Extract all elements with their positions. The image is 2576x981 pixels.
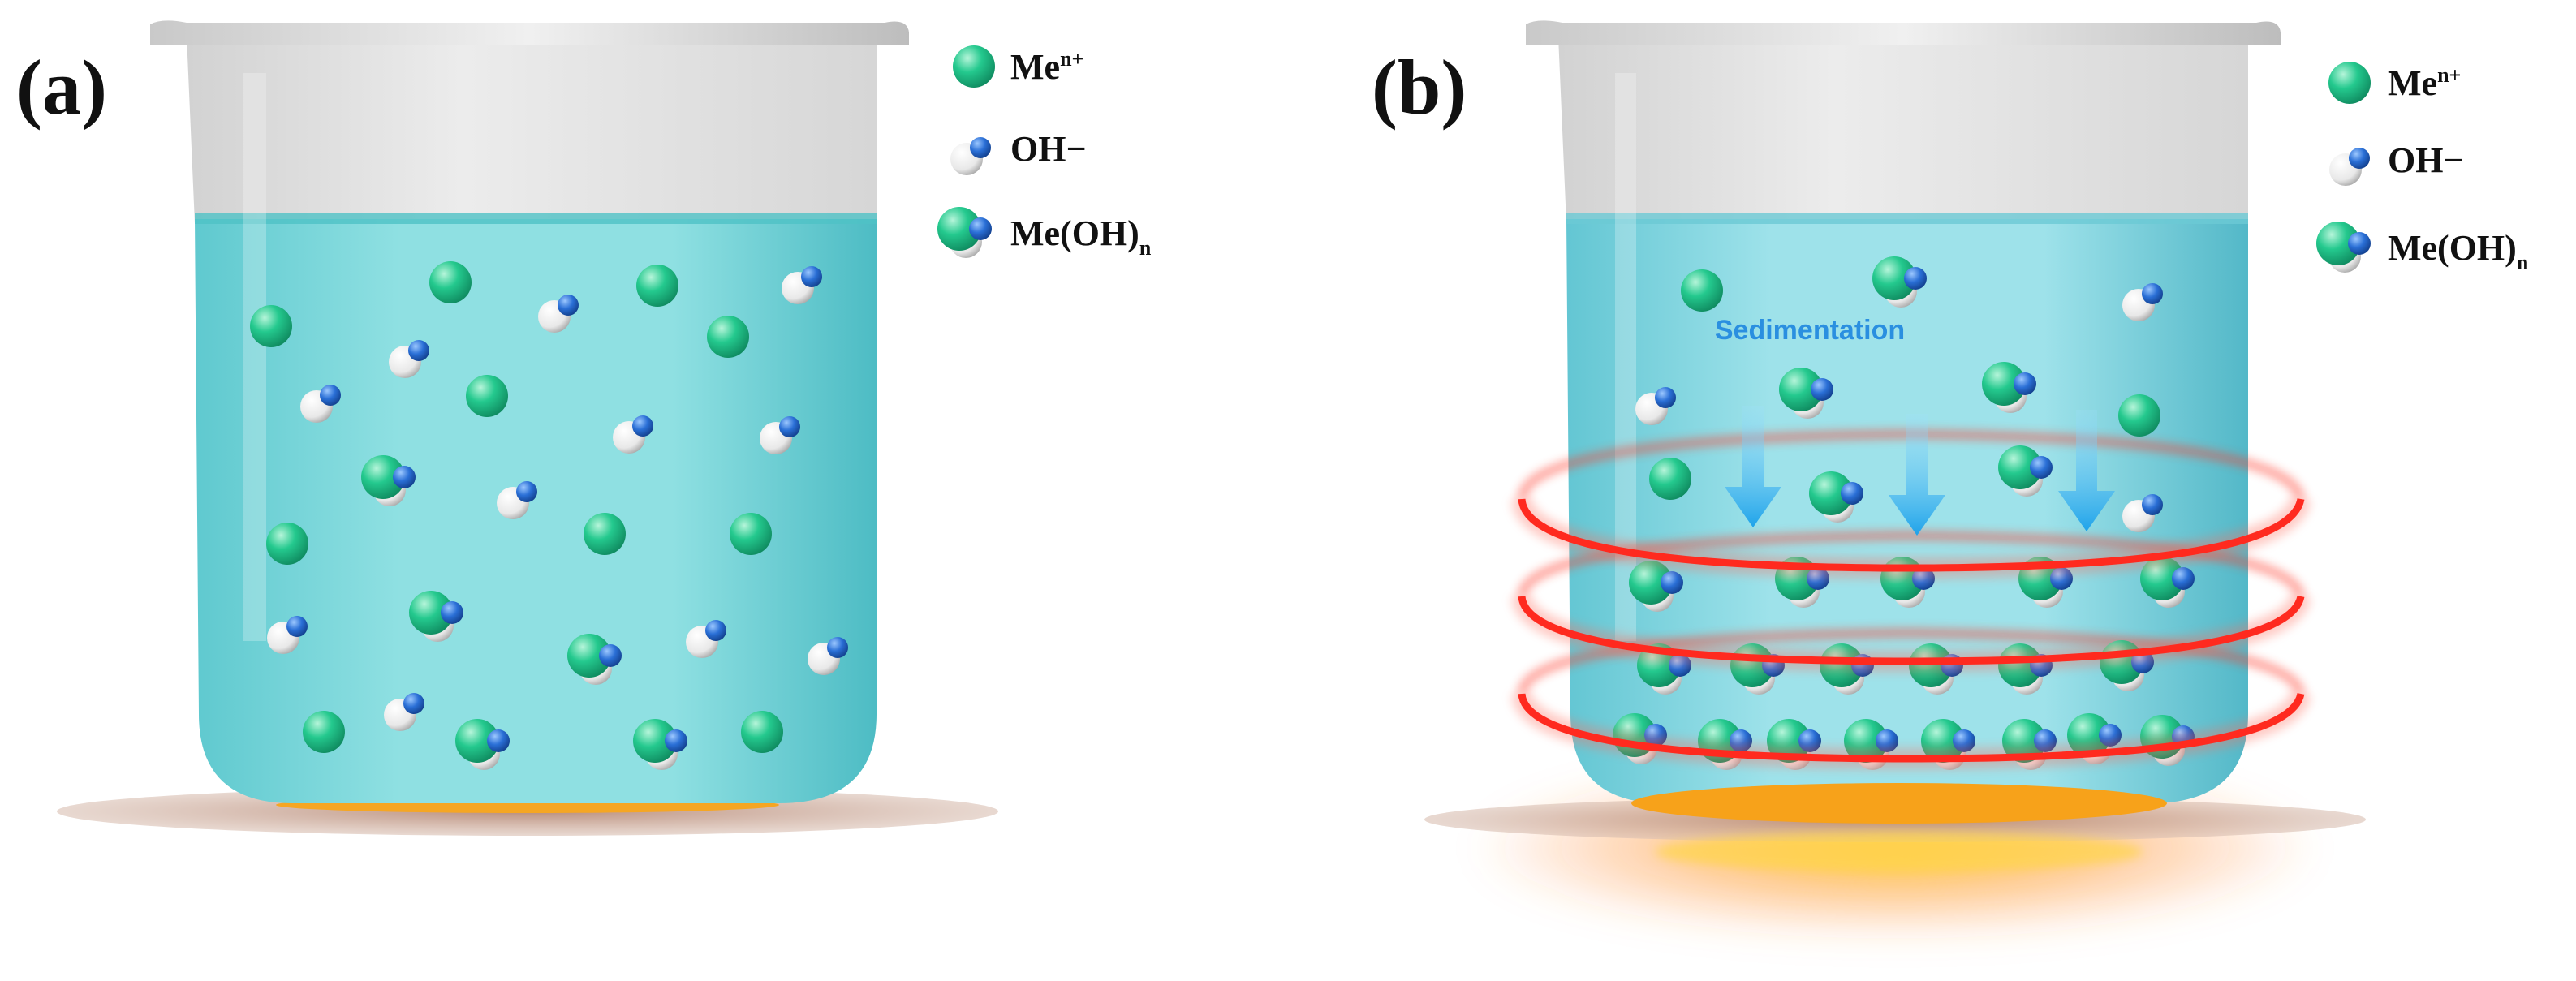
- legend-me-sup: n+: [2437, 63, 2461, 87]
- legend-meoh-sub: n: [2517, 251, 2529, 274]
- legend-b: Men+ OH− Me(OH)n: [2316, 62, 2529, 274]
- legend-me-sup: n+: [1060, 47, 1083, 71]
- down-arrow-icon: [2058, 410, 2115, 531]
- legend-oh-text: OH: [1010, 129, 1066, 169]
- svg-text:Men+: Men+: [1010, 47, 1083, 87]
- ion-particle: [466, 375, 508, 417]
- ion-particle: [266, 523, 308, 565]
- legend-oh-text: OH: [2388, 140, 2443, 180]
- legend-complex-icon: [937, 207, 992, 258]
- legend-meoh-sub: n: [1139, 236, 1152, 260]
- ion-particle: [636, 265, 678, 307]
- sedimentation-label: Sedimentation: [1715, 315, 1905, 346]
- ion-particle: [303, 711, 345, 753]
- heating-rings: [1511, 496, 2311, 770]
- legend-oh-sup: −: [1066, 129, 1086, 169]
- heating-ring-icon: [1511, 496, 2311, 579]
- legend-a: Men+ OH− Me(OH)n: [937, 45, 1152, 260]
- svg-text:OH−: OH−: [1010, 129, 1087, 169]
- legend-oh-sup: −: [2443, 140, 2463, 180]
- ion-particle: [250, 305, 292, 347]
- legend-hydroxide-icon: [2329, 148, 2370, 186]
- panel-b-label: (b): [1372, 44, 1467, 131]
- down-arrow-icon: [1725, 406, 1781, 527]
- legend-me-text: Me: [2388, 63, 2437, 103]
- sedimentation-arrows: [1725, 406, 2115, 536]
- ion-particle: [2118, 394, 2160, 437]
- ion-particle: [1649, 458, 1691, 500]
- legend-meoh-text: Me(OH): [1010, 213, 1139, 253]
- ion-particle: [1681, 269, 1723, 312]
- svg-text:OH−: OH−: [2388, 140, 2464, 180]
- svg-text:Men+: Men+: [2388, 63, 2461, 103]
- ion-particle: [707, 316, 749, 358]
- panel-a-label: (a): [16, 44, 107, 131]
- ion-particle: [584, 513, 626, 555]
- ion-particle: [429, 261, 472, 303]
- svg-text:Me(OH)n: Me(OH)n: [2388, 228, 2529, 274]
- down-arrow-icon: [1889, 414, 1945, 536]
- svg-text:Me(OH)n: Me(OH)n: [1010, 213, 1152, 260]
- legend-meoh-text: Me(OH): [2388, 228, 2517, 268]
- legend-ion-icon: [2328, 62, 2371, 104]
- panel-a: (a): [16, 20, 1152, 836]
- heating-ring-icon: [1511, 691, 2311, 770]
- legend-complex-icon: [2316, 222, 2371, 273]
- panel-b: (b) Sedimentation: [1372, 20, 2529, 937]
- beaker-a: [150, 20, 909, 803]
- hotplate-b: [1631, 783, 2167, 824]
- ion-particle: [730, 513, 772, 555]
- legend-me-text: Me: [1010, 47, 1060, 87]
- legend-hydroxide-icon: [950, 137, 991, 175]
- hotplate-b-inner: [1656, 832, 2143, 872]
- legend-ion-icon: [953, 45, 995, 88]
- heating-ring-icon: [1511, 593, 2311, 673]
- ion-particle: [741, 711, 783, 753]
